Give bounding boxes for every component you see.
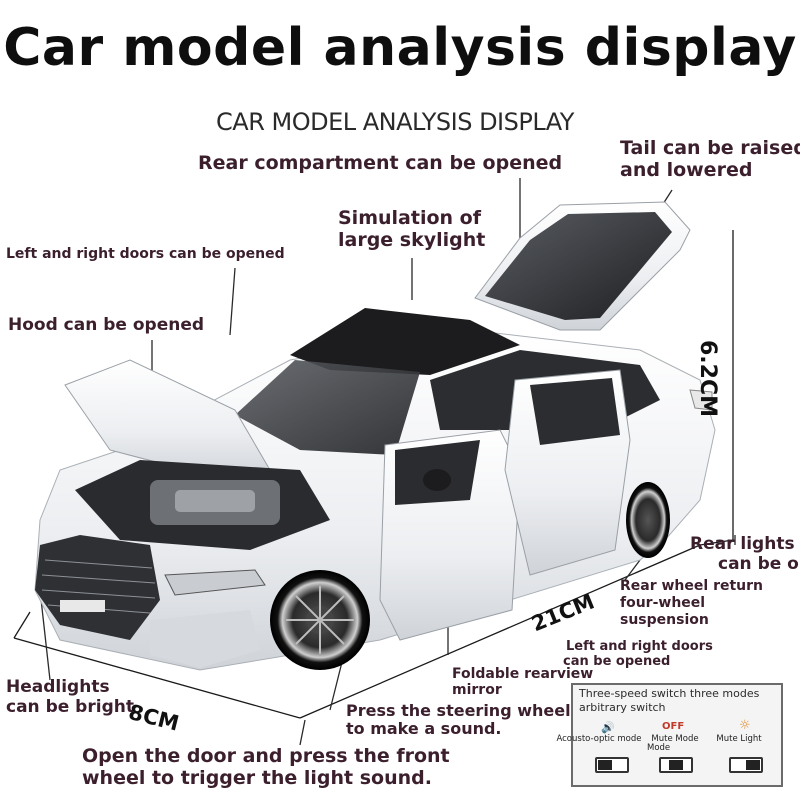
label-skylight: Simulation of large skylight	[338, 207, 486, 252]
switch-panel-title: Three-speed switch three modes arbitrary…	[579, 687, 760, 714]
label-tail-raise-line2: and lowered	[620, 158, 753, 181]
label-mirror-line1: Foldable rearview	[452, 666, 594, 682]
label-rear-wheel-line1: Rear wheel return	[620, 578, 763, 594]
switch-panel: Three-speed switch three modes arbitrary…	[556, 683, 783, 787]
label-mirror: Foldable rearview mirror	[452, 666, 593, 698]
label-rear-doors: Left and right doors can be opened	[563, 639, 713, 670]
label-tail-raise: Tail can be raised and lowered	[620, 137, 800, 182]
page-subtitle: CAR MODEL ANALYSIS DISPLAY	[216, 108, 574, 136]
light-icon: ☼	[739, 718, 751, 733]
label-tail-raise-line1: Tail can be raised	[620, 137, 800, 159]
label-door-wheel: Open the door and press the front wheel …	[82, 745, 450, 790]
label-rear-wheel-line3: suspension	[620, 611, 709, 628]
mode-label-acousto: Acousto-optic mode	[556, 734, 642, 744]
label-mirror-line2: mirror	[452, 682, 502, 699]
dimension-lines	[13, 230, 734, 719]
label-headlights: Headlights can be bright	[6, 677, 134, 717]
label-rear-doors-line2: can be opened	[563, 653, 671, 669]
page-title: Car model analysis display	[3, 18, 797, 78]
label-hood: Hood can be opened	[8, 315, 205, 335]
speaker-icon: 🔊	[601, 721, 615, 734]
label-rear-wheel-line2: four-wheel	[620, 594, 706, 611]
label-door-wheel-line1: Open the door and press the front	[82, 745, 450, 767]
label-rear-lights: Rear lights can be on	[690, 534, 800, 574]
off-icon: OFF	[662, 721, 685, 732]
label-door-wheel-line2: wheel to trigger the light sound.	[82, 766, 432, 789]
label-rear-compartment: Rear compartment can be opened	[198, 152, 563, 174]
label-steering-line1: Press the steering wheel	[346, 701, 571, 720]
mode-switch-mute-light[interactable]	[729, 757, 763, 773]
mode-label-mute-light: Mute Light	[716, 734, 762, 744]
label-steering-line2: to make a sound.	[346, 719, 502, 739]
label-headlights-line2: can be bright	[6, 696, 134, 717]
label-headlights-line1: Headlights	[6, 677, 110, 697]
mode-label-mute: Mute Mode Mode	[645, 734, 705, 754]
dimension-height: 6.2CM	[695, 340, 720, 418]
label-front-doors: Left and right doors can be opened	[6, 246, 285, 262]
label-steering: Press the steering wheel to make a sound…	[346, 701, 571, 739]
mode-switch-acousto[interactable]	[595, 757, 629, 773]
label-rear-lights-line1: Rear lights	[690, 534, 795, 554]
mode-label-mute-line2: Mode	[647, 743, 671, 754]
label-rear-lights-line2: can be on	[718, 553, 800, 574]
mode-switch-mute[interactable]	[659, 757, 693, 773]
label-skylight-line1: Simulation of	[338, 207, 481, 229]
label-rear-wheel: Rear wheel return four-wheel suspension	[620, 578, 763, 628]
label-skylight-line2: large skylight	[338, 228, 486, 251]
label-rear-doors-line1: Left and right doors	[566, 639, 713, 654]
mode-label-mute-line1: Mute Mode	[651, 734, 699, 744]
